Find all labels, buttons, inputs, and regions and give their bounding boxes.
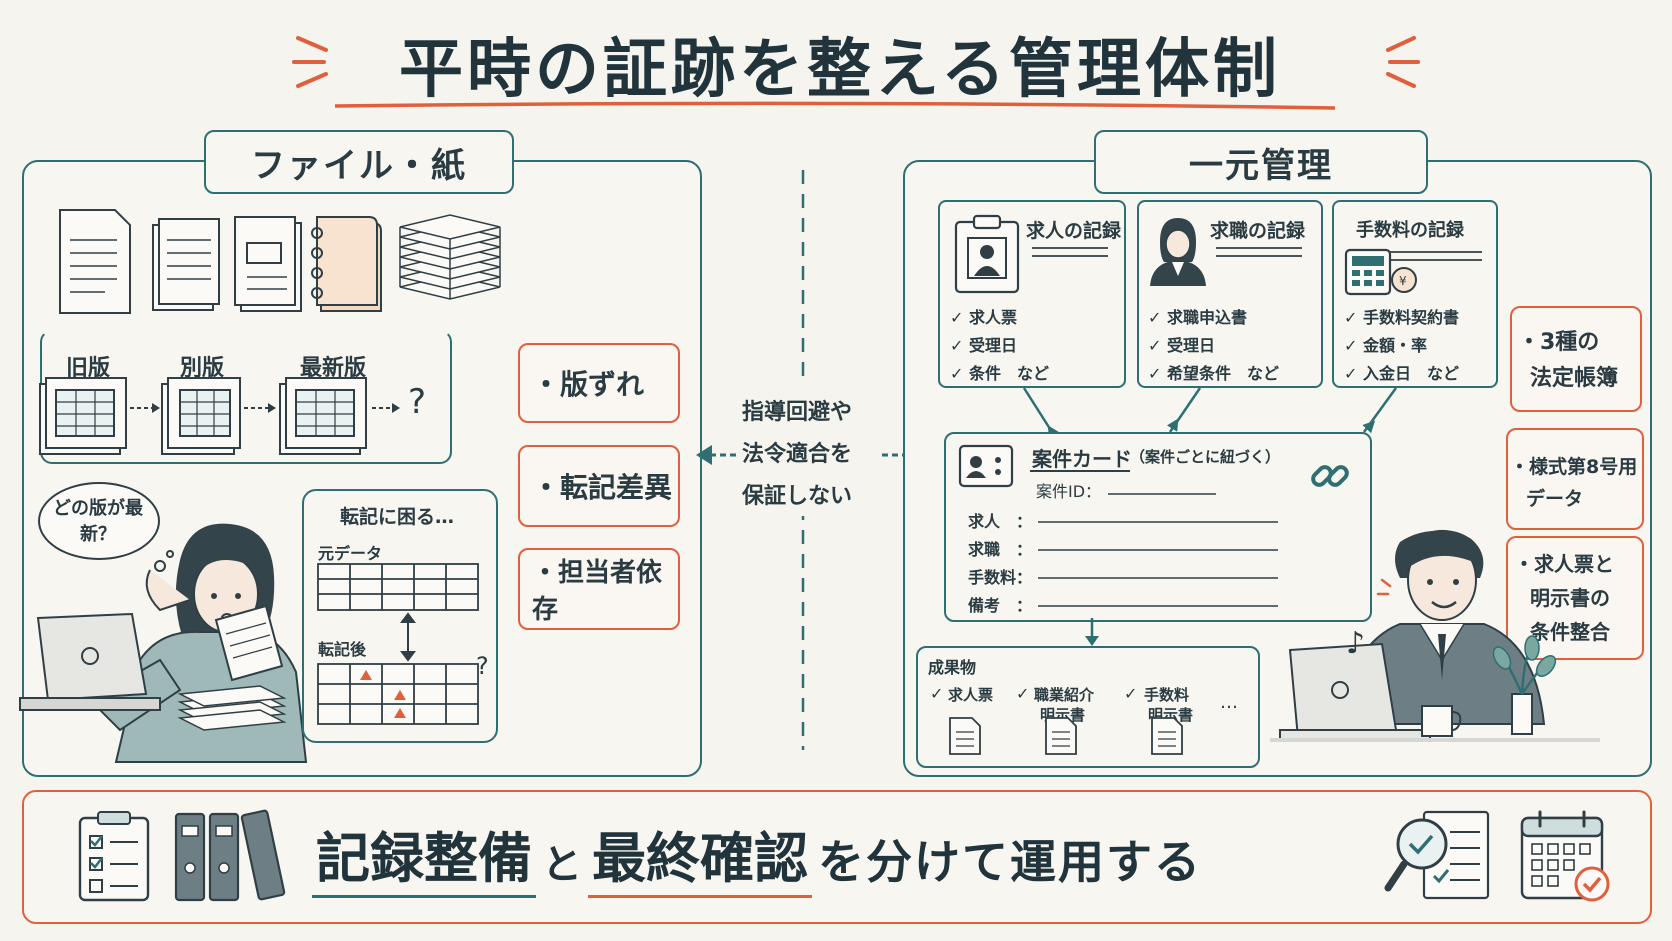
worried-woman-illustration <box>19 523 308 763</box>
paper-stack-icons <box>59 209 501 314</box>
side-note-legal-books <box>1510 306 1642 412</box>
side-note-1-line-1: ・3種の <box>1518 330 1600 355</box>
version-label-old: 旧版 <box>66 356 111 381</box>
calculator-coin-icon: ¥ <box>1344 248 1417 296</box>
record-title-seeker: 求職の記録 <box>1210 220 1306 242</box>
id-card-icon <box>958 444 1014 488</box>
record-title-job: 求人の記録 <box>1026 220 1122 242</box>
source-data-label: 元データ <box>318 544 383 563</box>
deliverables-more: … <box>1220 692 1238 713</box>
issue-person-dependency: ・担当者依存 <box>518 548 680 630</box>
case-id-line <box>1108 493 1216 495</box>
deliverable-3-line-1: 手数料 <box>1144 686 1190 704</box>
after-transcription-label: 転記後 <box>318 640 367 659</box>
title-spark-left-icon <box>292 36 328 88</box>
transcription-title: 転記に困る… <box>340 506 455 528</box>
title-area: 平時の証跡を整える管理体制 <box>0 18 1672 110</box>
record-job-item-3: ✓ 条件 など <box>950 364 1049 383</box>
case-card <box>944 432 1372 622</box>
footer-box <box>22 790 1652 924</box>
center-note-line-2: 法令適合を <box>742 442 853 467</box>
version-spreadsheets-icon <box>39 377 400 455</box>
case-field-seeker-label: 求職 ： <box>968 540 1033 559</box>
footer-text-operate-separately: を分けて運用する <box>818 835 1202 889</box>
music-note-icon: ♪ <box>1346 626 1366 661</box>
center-note-line-1: 指導回避や <box>742 400 853 425</box>
footer-text-final-check: 最終確認 <box>588 814 812 898</box>
case-card-title-underline <box>1030 470 1130 472</box>
title-underline <box>334 101 1336 110</box>
right-panel-tab: 一元管理 <box>1094 130 1428 194</box>
record-title-job-lines <box>1032 247 1108 257</box>
case-id-label: 案件ID： <box>1036 482 1102 501</box>
deliverable-check-1: ✓ <box>930 684 944 703</box>
thought-bubble <box>38 482 160 560</box>
issue-version-drift: ・版ずれ <box>518 343 680 423</box>
record-seeker-item-2: ✓ 受理日 <box>1148 336 1215 355</box>
magnifier-checklist-icon <box>1384 810 1490 900</box>
transcription-question-mark: ? <box>476 652 489 680</box>
center-note-line-3: 保証しない <box>742 484 853 509</box>
side-note-2-line-2: データ <box>1526 488 1584 510</box>
deliverable-1-line-1: 求人票 <box>948 686 994 704</box>
deliverables-title: 成果物 <box>928 658 977 677</box>
record-title-fee: 手数料の記録 <box>1356 220 1464 241</box>
footer-message: 記録整備 と 最終確認 を分けて運用する <box>312 818 1202 898</box>
record-fee-item-3: ✓ 入金日 など <box>1344 364 1459 383</box>
record-to-case-arrows <box>1022 387 1398 439</box>
side-note-3-line-3: 条件整合 <box>1530 620 1610 644</box>
checklist-clipboard-icon <box>78 811 150 902</box>
footer-text-and: と <box>542 842 582 888</box>
link-chain-icon <box>1311 465 1349 487</box>
case-card-subtitle: （案件ごとに紐づく） <box>1130 448 1281 466</box>
record-title-fee-lines <box>1382 251 1482 261</box>
record-seeker-item-1: ✓ 求職申込書 <box>1148 308 1247 327</box>
record-fee-item-2: ✓ 金額・率 <box>1344 336 1427 355</box>
side-note-3-line-2: 明示書の <box>1530 586 1610 610</box>
version-label-latest: 最新版 <box>300 356 367 381</box>
deliverable-document-icons <box>949 717 1183 755</box>
deliverable-check-2: ✓ <box>1016 684 1030 703</box>
transcription-tables-icon <box>317 563 479 725</box>
binders-icon <box>174 809 286 902</box>
record-seeker-item-3: ✓ 希望条件 など <box>1148 364 1279 383</box>
side-note-form8-data <box>1506 428 1644 530</box>
footer-text-record-maintenance: 記録整備 <box>312 814 536 898</box>
record-title-seeker-lines <box>1216 247 1302 257</box>
clipboard-person-icon <box>954 214 1020 294</box>
record-fee-item-1: ✓ 手数料契約書 <box>1344 308 1459 327</box>
version-question-mark: ? <box>408 382 427 422</box>
happy-man-illustration <box>1270 529 1600 742</box>
svg-text:¥: ¥ <box>1399 274 1407 288</box>
left-panel-tab: ファイル・紙 <box>204 130 514 194</box>
case-card-title: 案件カード <box>1032 447 1132 471</box>
title-spark-right-icon <box>1386 36 1420 88</box>
center-note-bg <box>728 386 878 516</box>
deliverable-2-line-1: 職業紹介 <box>1034 686 1095 704</box>
center-arrows-icon <box>696 445 922 465</box>
deliverable-check-3: ✓ <box>1124 684 1138 703</box>
side-note-2-line-1: ・様式第8号用 <box>1510 456 1638 478</box>
case-field-fee-label: 手数料： <box>968 568 1033 587</box>
case-field-job-label: 求人 ： <box>968 512 1033 531</box>
record-job-item-1: ✓ 求人票 <box>950 308 1017 327</box>
side-note-3-line-1: ・求人票と <box>1514 552 1614 576</box>
case-field-notes-label: 備考 ： <box>968 596 1033 615</box>
side-note-1-line-2: 法定帳簿 <box>1530 366 1619 391</box>
person-portrait-icon <box>1150 218 1206 286</box>
record-job-item-2: ✓ 受理日 <box>950 336 1017 355</box>
thought-bubble-text: どの版が最新？ <box>53 498 143 545</box>
issue-transcription-diff: ・転記差異 <box>518 445 680 527</box>
page-title: 平時の証跡を整える管理体制 <box>398 33 1282 107</box>
version-label-alt: 別版 <box>180 356 225 381</box>
calendar-check-icon <box>1520 810 1610 902</box>
case-to-deliverable-arrow <box>1085 618 1099 646</box>
case-field-lines <box>1038 521 1278 607</box>
